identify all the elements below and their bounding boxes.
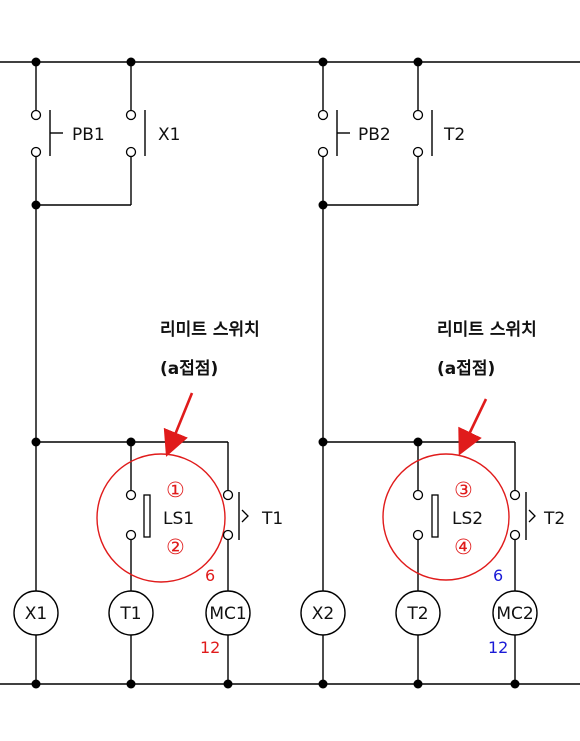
x2-coil: X2 (300, 590, 346, 636)
t1-contact-label: T1 (261, 509, 283, 529)
x2-coil-label: X2 (312, 604, 334, 624)
t2-timer-contact: T2 (509, 489, 565, 541)
t2-timer-contact-label: T2 (543, 509, 565, 529)
mc1-terminal-bottom: 12 (200, 638, 220, 657)
t1-timer-contact: T1 (222, 489, 283, 541)
t2-contact-label: T2 (443, 125, 465, 145)
ls2-limit-switch: LS2 ③ ④ (382, 453, 510, 581)
mc2-coil: MC2 (492, 590, 538, 636)
pb2-label: PB2 (358, 125, 391, 145)
pb2-contact: PB2 (317, 109, 391, 158)
annotation-1-line2: (a접점) (160, 359, 218, 379)
ls1-terminal-2: ② (166, 535, 185, 559)
annotation-1-arrow (163, 392, 194, 457)
x1-seal-contact: X1 (125, 109, 180, 158)
x1-contact-label: X1 (158, 125, 180, 145)
x1-coil-label: X1 (25, 604, 47, 624)
t1-coil: T1 (108, 590, 154, 636)
pb1-contact: PB1 (30, 109, 105, 158)
ls1-limit-switch: LS1 ① ② (96, 453, 226, 583)
ls2-label: LS2 (452, 509, 483, 529)
mc2-terminal-bottom: 12 (488, 638, 508, 657)
junction-dots (31, 57, 520, 689)
annotation-1-line1: 리미트 스위치 (160, 320, 260, 340)
ls1-terminal-1: ① (166, 478, 185, 502)
t2-coil: T2 (395, 590, 441, 636)
annotation-2-arrow (458, 398, 488, 456)
mc1-terminal-top: 6 (205, 566, 215, 585)
annotation-2-line2: (a접점) (437, 359, 495, 379)
mc1-coil: MC1 (205, 590, 251, 636)
t1-coil-label: T1 (119, 604, 141, 624)
x1-coil: X1 (13, 590, 59, 636)
ls1-label: LS1 (163, 509, 194, 529)
mc2-terminal-top: 6 (493, 566, 503, 585)
t2-seal-contact: T2 (412, 109, 465, 158)
ls2-terminal-3: ③ (454, 478, 473, 502)
annotation-2-line1: 리미트 스위치 (437, 320, 537, 340)
t2-coil-label: T2 (406, 604, 428, 624)
mc2-coil-label: MC2 (496, 604, 533, 624)
ls2-terminal-4: ④ (454, 535, 473, 559)
pb1-label: PB1 (72, 125, 105, 145)
mc1-coil-label: MC1 (209, 604, 246, 624)
